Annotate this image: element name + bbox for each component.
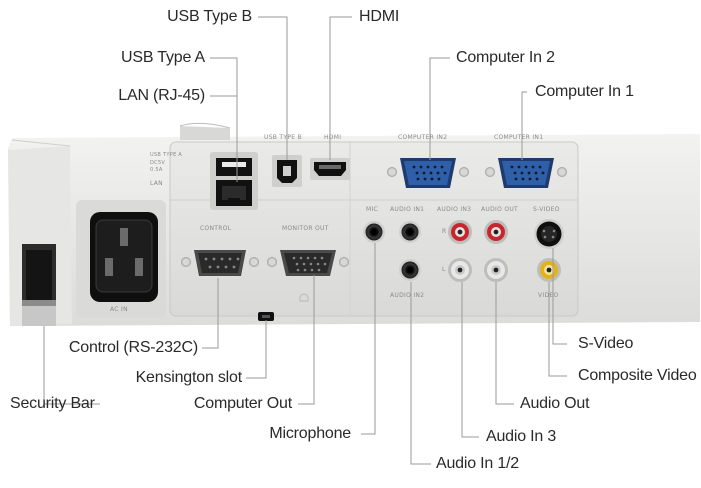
ac-inlet [76, 200, 166, 318]
print-dc5v: DC5V [150, 160, 166, 166]
label-computer-in-1: Computer In 1 [535, 83, 634, 100]
audio-out-jacks [484, 220, 508, 282]
label-kensington: Kensington slot [135, 369, 243, 386]
label-audio-out: Audio Out [520, 395, 590, 412]
microphone-jack [363, 221, 385, 243]
print-ac-in: AC IN [110, 306, 128, 313]
projector-top-edge [180, 126, 230, 140]
label-computer-out: Computer Out [193, 395, 292, 412]
print-mic: MIC [366, 206, 379, 213]
audio-in-3-jacks [448, 220, 472, 282]
label-control: Control (RS-232C) [68, 339, 198, 356]
print-audio-in1: AUDIO IN1 [390, 206, 425, 213]
label-audio-in-3: Audio In 3 [486, 428, 557, 445]
print-control: CONTROL [200, 225, 232, 232]
print-audio-in3: AUDIO IN3 [437, 206, 472, 213]
kensington-slot [258, 312, 274, 321]
hdmi-port [310, 158, 350, 180]
label-usb-type-a: USB Type A [121, 49, 205, 66]
usb-type-b-port [272, 155, 302, 187]
print-amp: 0.5A [150, 167, 163, 173]
print-computer-in2: COMPUTER IN2 [398, 134, 448, 141]
lan-port [216, 180, 252, 206]
print-r: R [442, 228, 447, 235]
s-video-port [534, 219, 564, 249]
label-microphone: Microphone [269, 425, 351, 442]
label-audio-in-12: Audio In 1/2 [436, 455, 519, 472]
label-computer-in-2: Computer In 2 [456, 49, 555, 66]
leader-lines [43, 16, 567, 465]
print-hdmi: HDMI [324, 134, 342, 141]
label-hdmi: HDMI [359, 8, 400, 25]
print-audio-in2: AUDIO IN2 [390, 292, 425, 299]
print-usb-type-b: USB TYPE B [264, 134, 302, 141]
print-video: VIDEO [538, 292, 559, 299]
audio-in-1-jack [399, 221, 421, 243]
print-s-video: S-VIDEO [533, 206, 560, 213]
label-usb-type-b: USB Type B [167, 8, 252, 25]
composite-video-jack [537, 258, 561, 282]
security-bar [22, 244, 56, 326]
control-rs232c-port [181, 250, 259, 276]
label-security-bar: Security Bar [10, 395, 95, 412]
print-monitor-out: MONITOR OUT [282, 225, 329, 232]
label-lan: LAN (RJ-45) [118, 87, 205, 104]
print-usb-type-a: USB TYPE A [150, 152, 183, 158]
print-computer-in1: COMPUTER IN1 [494, 134, 544, 141]
monitor-out-port [267, 250, 349, 276]
print-lan: LAN [150, 180, 163, 187]
label-s-video: S-Video [578, 335, 634, 352]
label-composite-video: Composite Video [578, 367, 697, 384]
print-l: L [442, 266, 446, 273]
audio-in-2-jack [399, 259, 421, 281]
computer-in-1-port [485, 158, 567, 188]
computer-in-2-port [387, 158, 469, 188]
print-audio-out: AUDIO OUT [481, 206, 518, 213]
